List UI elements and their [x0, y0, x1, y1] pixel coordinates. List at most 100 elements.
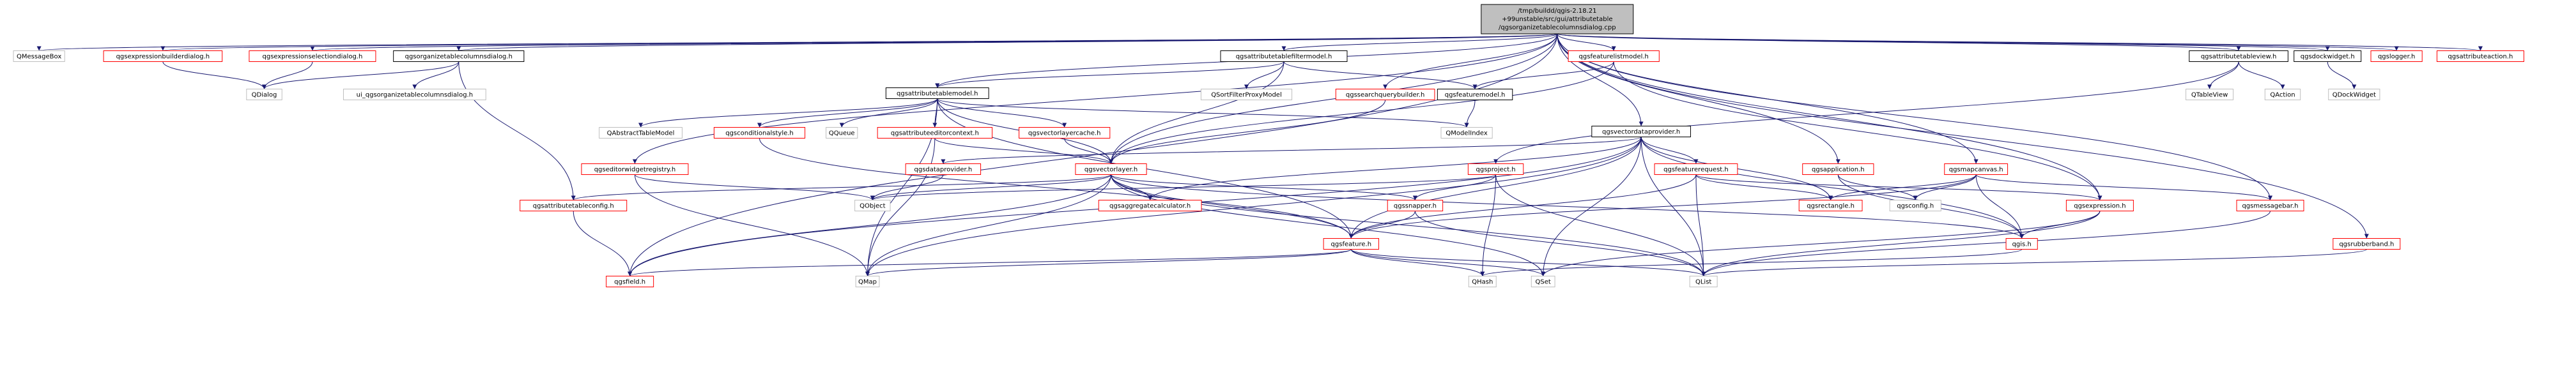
node-qgsexpressionselectiondialog-h[interactable]: qgsexpressionselectiondialog.h	[249, 50, 376, 62]
node-qgsapplication-h[interactable]: qgsapplication.h	[1802, 163, 1874, 175]
edge-qgsattributetableview-h-to-qtableview	[2207, 61, 2239, 89]
edge-root-to-qgsexpressionbuilderdialog-h	[161, 33, 1558, 51]
node-label-qqueue: QQueue	[829, 130, 855, 137]
edge-qgsattributetableview-h-to-qaction	[2238, 61, 2285, 89]
edge-qgsvectordataprovider-h-to-qset	[1541, 137, 1642, 276]
node-qgsmapcanvas-h[interactable]: qgsmapcanvas.h	[1944, 163, 2009, 175]
node-label-qgsdockwidget-h: qgsdockwidget.h	[2301, 54, 2355, 61]
node-qgsdockwidget-h[interactable]: qgsdockwidget.h	[2294, 50, 2362, 62]
node-qgsaggregatecalculator-h[interactable]: qgsaggregatecalculator.h	[1098, 200, 1202, 211]
node-qgsattributetableview-h[interactable]: qgsattributetableview.h	[2189, 50, 2288, 62]
node-qgsattributetablefiltermodel-h[interactable]: qgsattributetablefiltermodel.h	[1220, 50, 1348, 62]
node-qdialog[interactable]: QDialog	[246, 89, 282, 100]
edge-qgssnapper-h-to-qlist	[1414, 211, 1706, 276]
node-qabstracttablemodel[interactable]: QAbstractTableModel	[599, 127, 683, 139]
node-label-qgsexpressionbuilderdialog-h: qgsexpressionbuilderdialog.h	[116, 54, 210, 61]
node-label-qset: QSet	[1536, 279, 1551, 286]
node-qqueue[interactable]: QQueue	[826, 127, 858, 139]
node-qgsrectangle-h[interactable]: qgsrectangle.h	[1798, 200, 1863, 211]
node-qgsvectorlayer-h[interactable]: qgsvectorlayer.h	[1075, 163, 1147, 175]
node-qgsrubberband-h[interactable]: qgsrubberband.h	[2333, 238, 2401, 250]
edge-qgsmapcanvas-h-to-qgsrectangle-h	[1828, 174, 1977, 200]
edge-qgsattributetableconfig-h-to-qgsfield-h	[573, 211, 633, 276]
edge-qgsvectordataprovider-h-to-qlist	[1640, 137, 1706, 276]
node-qgsattributetablemodel-h[interactable]: qgsattributetablemodel.h	[885, 87, 989, 99]
node-qgsfeaturelistmodel-h[interactable]: qgsfeaturelistmodel.h	[1568, 50, 1660, 62]
edge-qgsconditionalstyle-h-to-qgsfeature-h	[759, 138, 1354, 239]
node-qmodelindex[interactable]: QModelIndex	[1440, 127, 1493, 139]
node-qobject[interactable]: QObject	[854, 200, 891, 211]
edge-qgsexpression-h-to-qgis-h	[2019, 211, 2101, 239]
node-label-qgsattributeeditorcontext-h: qgsattributeeditorcontext.h	[891, 130, 979, 137]
edge-qgsfeature-h-to-qgsfield-h	[628, 249, 1352, 276]
edge-qgsorganizetablecolumnsdialog-h-to-qdialog	[262, 61, 459, 89]
node-qgis-h[interactable]: qgis.h	[2005, 238, 2038, 250]
node-qmap[interactable]: QMap	[855, 276, 880, 287]
node-label-qtableview: QTableView	[2191, 92, 2228, 99]
node-qgsfield-h[interactable]: qgsfield.h	[606, 276, 654, 287]
node-qgsexpression-h[interactable]: qgsexpression.h	[2065, 200, 2134, 211]
edge-qgsfeaturelistmodel-h-to-qgsfeaturemodel-h	[1472, 61, 1614, 89]
edge-qgsvectordataprovider-h-to-qgsdataprovider-h	[941, 137, 1642, 164]
node-qtableview[interactable]: QTableView	[2186, 89, 2234, 100]
node-qgsproject-h[interactable]: qgsproject.h	[1467, 163, 1524, 175]
node-qgsattributetableconfig-h[interactable]: qgsattributetableconfig.h	[520, 200, 628, 211]
edge-qgsfeature-h-to-qmap	[865, 249, 1352, 276]
node-qgsvectordataprovider-h[interactable]: qgsvectordataprovider.h	[1591, 126, 1691, 137]
node-qgssnapper-h[interactable]: qgssnapper.h	[1387, 200, 1444, 211]
edge-root-to-qgsattributetablefiltermodel-h	[1281, 33, 1558, 51]
node-box-qgsmessagebar-h	[2236, 200, 2304, 211]
node-box-qgslogger-h	[2370, 50, 2423, 62]
node-qgsconditionalstyle-h[interactable]: qgsconditionalstyle.h	[713, 127, 806, 139]
node-qgsmessagebar-h[interactable]: qgsmessagebar.h	[2236, 200, 2304, 211]
node-box-qgsattributetablefiltermodel-h	[1220, 50, 1348, 62]
node-qhash[interactable]: QHash	[1468, 276, 1497, 287]
node-qgsattributeeditorcontext-h[interactable]: qgsattributeeditorcontext.h	[877, 127, 993, 139]
node-qgsfeaturemodel-h[interactable]: qgsfeaturemodel.h	[1437, 89, 1513, 100]
node-box-qgsmapcanvas-h	[1944, 163, 2009, 175]
node-qgseditorwidgetregistry-h[interactable]: qgseditorwidgetregistry.h	[581, 163, 689, 175]
node-root-box	[1481, 4, 1634, 34]
node-qgslogger-h[interactable]: qgslogger.h	[2370, 50, 2423, 62]
node-label-qgsvectordataprovider-h: qgsvectordataprovider.h	[1602, 129, 1680, 136]
node-qdockwidget[interactable]: QDockWidget	[2328, 89, 2380, 100]
node-box-qgsattributeeditorcontext-h	[877, 127, 993, 139]
edge-qgsvectordataprovider-h-to-qgis-h	[1640, 137, 2025, 239]
node-box-qgsfeaturerequest-h	[1654, 163, 1738, 175]
edge-root-to-qgsmessagebar-h	[1557, 33, 2272, 200]
node-qset[interactable]: QSet	[1531, 276, 1555, 287]
node-qgsdataprovider-h[interactable]: qgsdataprovider.h	[905, 163, 982, 175]
node-qgsvectorlayercache-h[interactable]: qgsvectorlayercache.h	[1019, 127, 1111, 139]
node-box-qgsexpressionselectiondialog-h	[249, 50, 376, 62]
edge-qgsorganizetablecolumnsdialog-h-to-ui-qgsorganizetablecolumnsdialog-h	[412, 61, 459, 89]
edge-qgsfeature-h-to-qlist	[1350, 249, 1706, 276]
node-label-qgsfeature-h: qgsfeature.h	[1331, 241, 1372, 248]
node-box-qgsfeaturemodel-h	[1437, 89, 1513, 100]
node-box-qgis-h	[2005, 238, 2038, 250]
node-qlist[interactable]: QList	[1689, 276, 1718, 287]
node-qgsexpressionbuilderdialog-h[interactable]: qgsexpressionbuilderdialog.h	[103, 50, 223, 62]
node-box-qgssearchquerybuilder-h	[1335, 89, 1435, 100]
edge-qgsattributeeditorcontext-h-to-qmap	[865, 138, 936, 276]
node-label-qgsorganizetablecolumnsdialog-h: qgsorganizetablecolumnsdialog.h	[405, 54, 513, 61]
node-box-qgsexpressionbuilderdialog-h	[103, 50, 223, 62]
node-box-qgsfield-h	[606, 276, 654, 287]
node-qsortfilterproxymodel[interactable]: QSortFilterProxyModel	[1200, 89, 1293, 100]
node-box-qgsapplication-h	[1802, 163, 1874, 175]
node-qgsattributeaction-h[interactable]: qgsattributeaction.h	[2436, 50, 2524, 62]
node-box-qgsdataprovider-h	[905, 163, 982, 175]
node-qaction[interactable]: QAction	[2264, 89, 2301, 100]
edge-qgsattributetablemodel-h-to-qmap	[865, 98, 938, 276]
node-box-qgsvectorlayer-h	[1075, 163, 1147, 175]
node-ui-qgsorganizetablecolumnsdialog-h[interactable]: ui_qgsorganizetablecolumnsdialog.h	[343, 89, 486, 100]
node-qmessagebox[interactable]: QMessageBox	[13, 50, 65, 62]
node-qgsfeaturerequest-h[interactable]: qgsfeaturerequest.h	[1654, 163, 1738, 175]
node-qgsorganizetablecolumnsdialog-h[interactable]: qgsorganizetablecolumnsdialog.h	[393, 50, 525, 62]
node-label-qmessagebox: QMessageBox	[17, 54, 61, 61]
node-label-qgsvectorlayer-h: qgsvectorlayer.h	[1084, 167, 1138, 174]
node-qgssearchquerybuilder-h[interactable]: qgssearchquerybuilder.h	[1335, 89, 1435, 100]
node-qgsconfig-h[interactable]: qgsconfig.h	[1889, 200, 1941, 211]
node-qgsfeature-h[interactable]: qgsfeature.h	[1323, 238, 1380, 250]
node-box-qqueue	[826, 127, 858, 139]
edge-qgsvectorlayer-h-to-qset	[1111, 174, 1546, 276]
